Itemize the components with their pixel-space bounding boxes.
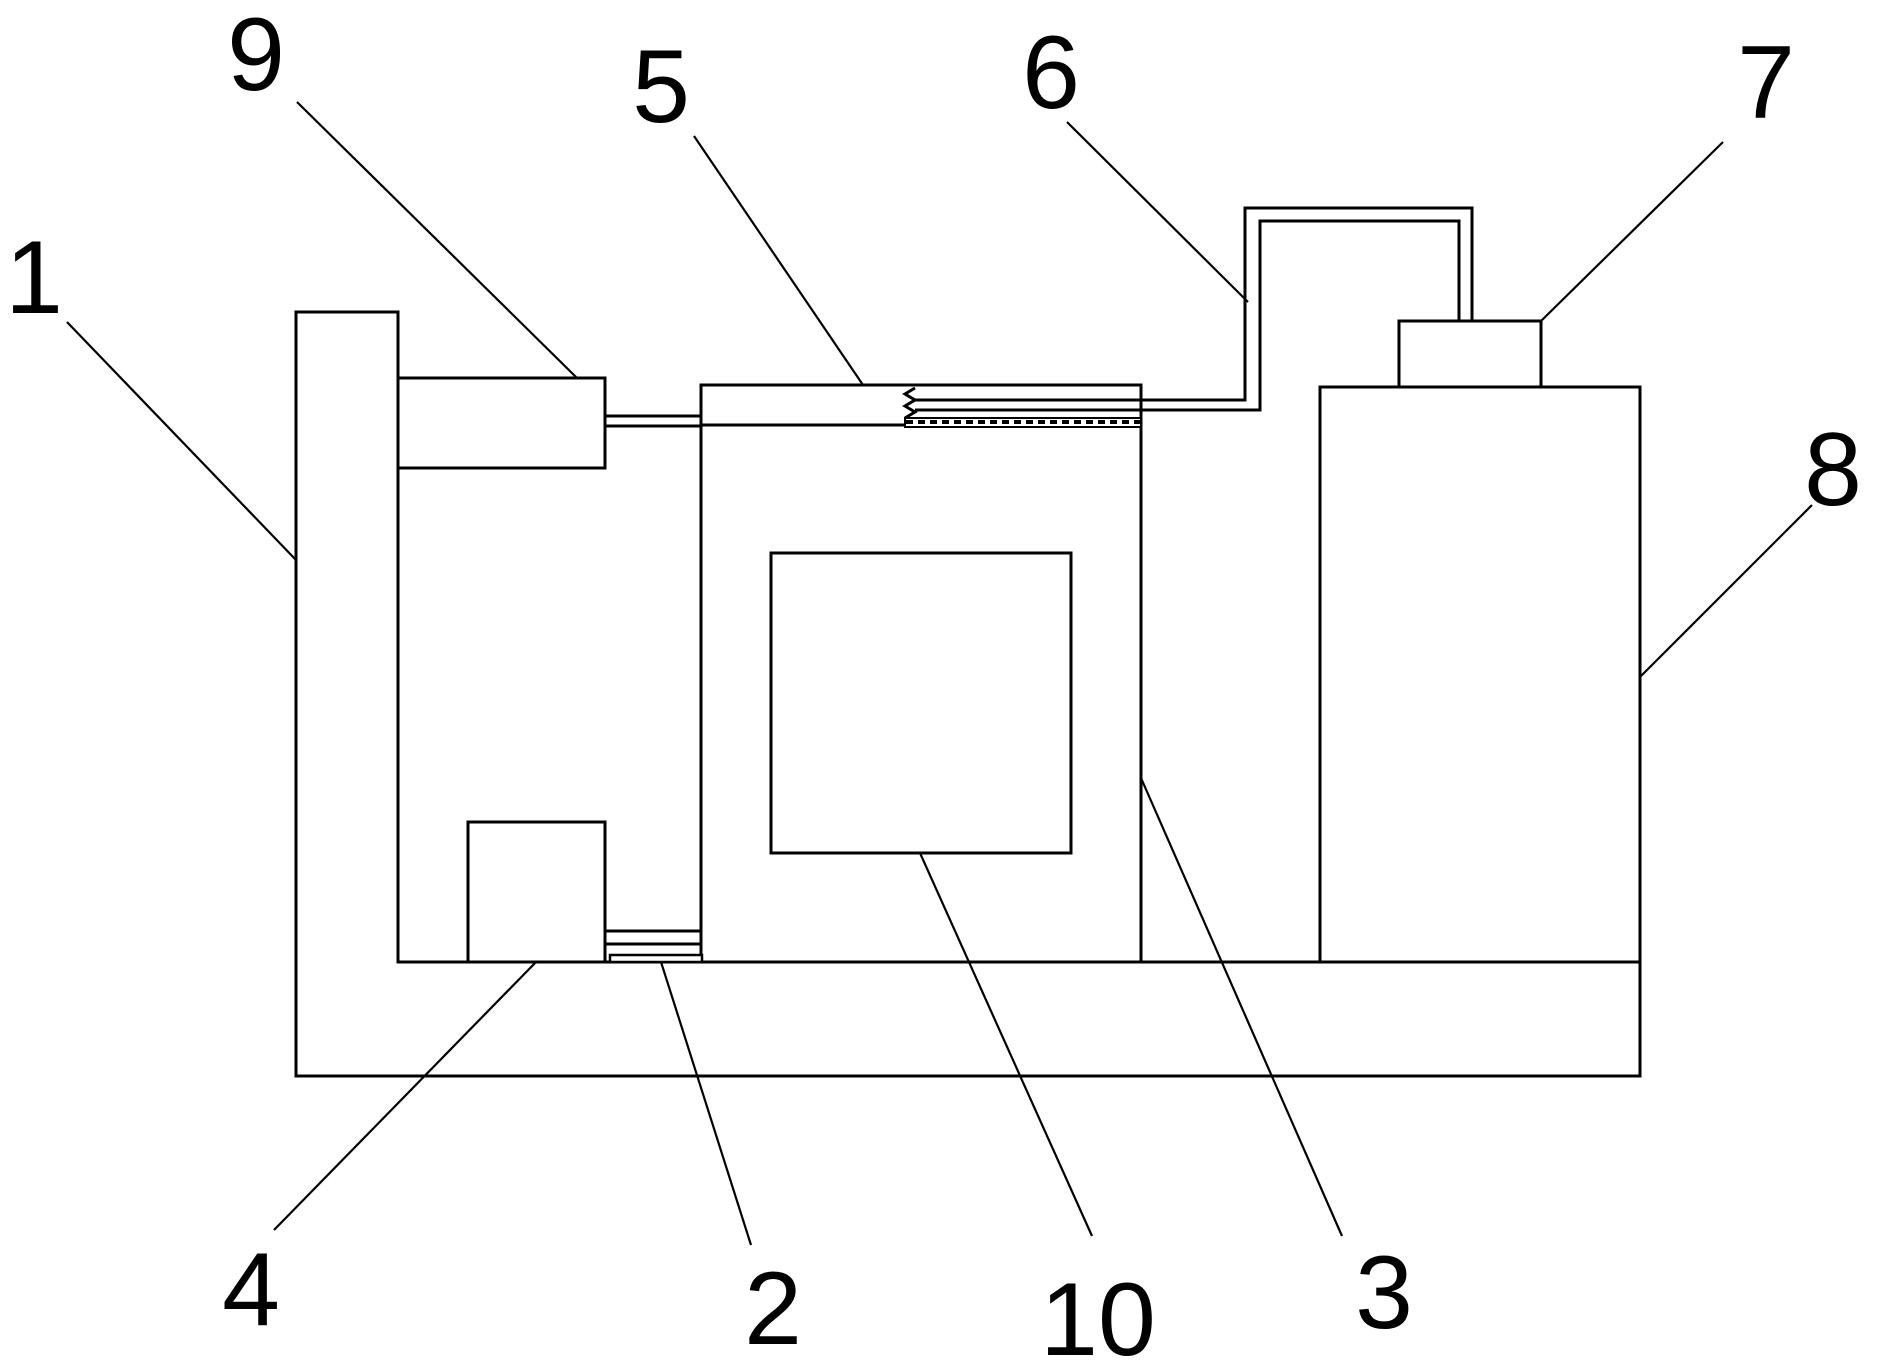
label-9: 9 bbox=[227, 0, 285, 113]
hatched-strip bbox=[904, 417, 1142, 428]
part-9-block bbox=[396, 376, 607, 470]
label-6: 6 bbox=[1022, 15, 1080, 131]
part-8-tank bbox=[1318, 385, 1642, 964]
part-6-pipe-inner bbox=[915, 219, 1461, 412]
label-8: 8 bbox=[1804, 412, 1862, 528]
leader-5 bbox=[693, 135, 864, 386]
leader-4 bbox=[273, 961, 537, 1231]
leader-1 bbox=[66, 321, 297, 561]
part-4-block bbox=[466, 820, 607, 964]
label-1: 1 bbox=[5, 220, 63, 336]
part-10-inner-box bbox=[769, 551, 1073, 855]
label-4: 4 bbox=[222, 1232, 280, 1348]
label-2: 2 bbox=[744, 1251, 802, 1366]
leader-6 bbox=[1066, 121, 1249, 303]
label-7: 7 bbox=[1737, 25, 1795, 141]
leader-3 bbox=[1139, 777, 1344, 1237]
part-7-block bbox=[1397, 319, 1543, 389]
label-10: 10 bbox=[1040, 1262, 1156, 1366]
part-2-plate bbox=[608, 953, 704, 964]
leader-9 bbox=[296, 101, 578, 379]
label-5: 5 bbox=[632, 29, 690, 145]
leader-10 bbox=[918, 852, 1094, 1237]
leader-2 bbox=[659, 961, 753, 1246]
leader-7 bbox=[1540, 141, 1724, 322]
part-6-pipe-outer bbox=[915, 206, 1474, 402]
label-3: 3 bbox=[1355, 1235, 1413, 1351]
leader-8 bbox=[1639, 504, 1813, 678]
pipe-zigzag-end bbox=[902, 386, 918, 420]
